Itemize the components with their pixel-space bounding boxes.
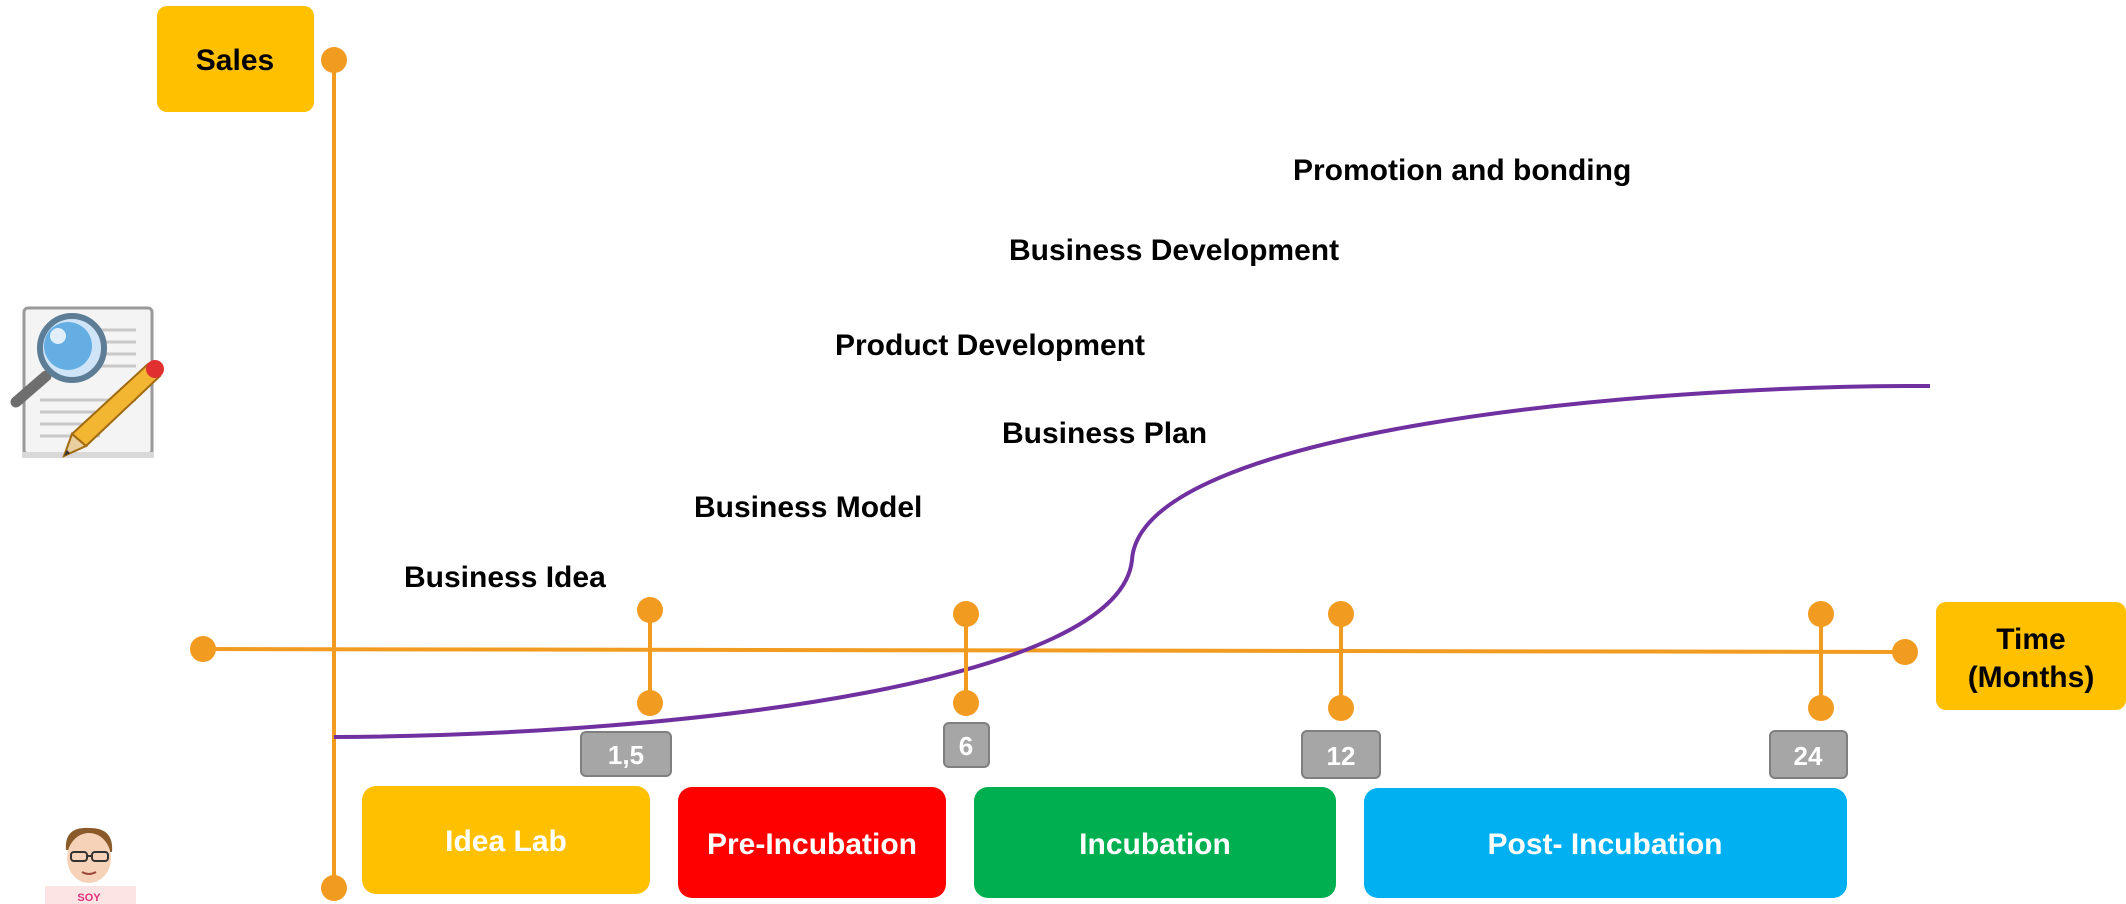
svg-text:6: 6 — [959, 731, 973, 761]
y-axis-top-dot — [321, 47, 347, 73]
tick-badge-6: 6 — [943, 722, 990, 768]
tick-badge-12: 12 — [1301, 730, 1381, 779]
svg-text:1,5: 1,5 — [608, 740, 644, 770]
step-business-model: Business Model — [694, 491, 922, 524]
x-axis-label-line1: Time — [1996, 623, 2065, 656]
tick-marker-12 — [1328, 601, 1354, 721]
step-business-plan: Business Plan — [1002, 417, 1207, 450]
step-business-idea: Business Idea — [404, 561, 606, 594]
tick-badge-1-5: 1,5 — [580, 731, 672, 777]
svg-text:12: 12 — [1327, 741, 1356, 771]
step-business-development: Business Development — [1009, 234, 1339, 267]
svg-text:Pre-Incubation: Pre-Incubation — [707, 828, 917, 861]
avatar: SOY — [45, 827, 136, 904]
x-axis-right-dot — [1892, 639, 1918, 665]
growth-curve — [333, 383, 1931, 739]
tick-marker-6 — [953, 601, 979, 716]
x-axis-label-line2: (Months) — [1968, 661, 2095, 694]
y-axis-bottom-dot — [321, 875, 347, 901]
stage-pre-incubation: Pre-Incubation — [678, 787, 946, 898]
step-product-development: Product Development — [835, 329, 1145, 362]
tick-marker-1-5 — [637, 597, 663, 716]
y-axis-label: Sales — [196, 44, 274, 77]
tick-marker-24 — [1808, 601, 1834, 721]
stage-idea-lab: Idea Lab — [362, 786, 650, 894]
svg-text:Idea Lab: Idea Lab — [445, 825, 567, 858]
stage-incubation: Incubation — [974, 787, 1336, 898]
stage-post-incubation: Post- Incubation — [1364, 788, 1847, 898]
step-promotion-bonding: Promotion and bonding — [1293, 154, 1631, 187]
x-axis-line — [202, 647, 1906, 654]
svg-text:Post- Incubation: Post- Incubation — [1488, 828, 1723, 861]
tick-badge-24: 24 — [1769, 730, 1848, 779]
svg-text:Incubation: Incubation — [1079, 828, 1231, 861]
avatar-badge-text: SOY — [77, 892, 101, 904]
x-axis-label-box: Time (Months) — [1936, 602, 2126, 710]
x-axis-left-dot — [190, 636, 216, 662]
y-axis-label-box: Sales — [157, 6, 314, 112]
document-magnifier-pencil-icon — [10, 306, 164, 458]
svg-text:24: 24 — [1794, 741, 1823, 771]
